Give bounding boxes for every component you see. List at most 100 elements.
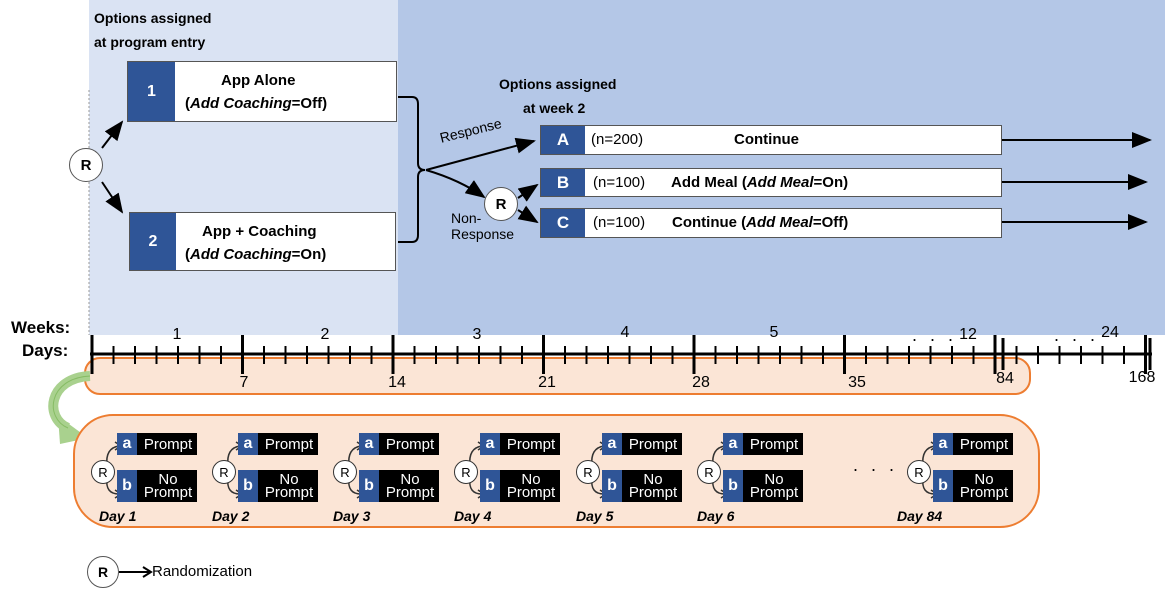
day-label: Day 6 — [697, 508, 735, 524]
option-a-tag: A — [541, 126, 585, 154]
prompt-option: a Prompt — [933, 433, 1013, 455]
week-ellipsis: . . . — [912, 325, 958, 345]
option-a-label: Continue — [734, 131, 799, 148]
option-b-box: B (n=100) Add Meal (Add Meal=On) — [540, 168, 1002, 197]
week-12-label: 12 — [959, 326, 977, 343]
option-a-tag: a — [480, 433, 500, 455]
option-c-box: C (n=100) Continue (Add Meal=Off) — [540, 208, 1002, 238]
day-label: Day 3 — [333, 508, 371, 524]
days-axis-label: Days: — [22, 341, 69, 360]
option-c-label: Continue (Add Meal=Off) — [672, 214, 849, 231]
week-4-label: 4 — [620, 324, 630, 341]
micro-ellipsis: . . . — [853, 455, 899, 475]
prompt-label: Prompt — [385, 435, 435, 453]
legend-arrow-icon — [119, 566, 153, 578]
timeline-axis — [90, 335, 1152, 374]
prompt-label: Prompt — [959, 435, 1009, 453]
option-a-tag: a — [602, 433, 622, 455]
week2-panel — [398, 0, 1165, 335]
week-5-label: 5 — [769, 324, 779, 341]
day-14-label: 14 — [388, 374, 406, 391]
option-c-tag: C — [541, 209, 585, 237]
option-2-box: 2 App + Coaching (Add Coaching=On) — [129, 212, 396, 271]
randomization-circle: R — [69, 148, 103, 182]
week-2-label: 2 — [320, 326, 330, 343]
micro-randomization-circle: R — [454, 460, 478, 484]
option-b-tag: b — [723, 470, 743, 502]
option-a-tag: a — [238, 433, 258, 455]
prompt-option: a Prompt — [117, 433, 197, 455]
option-a-box: A (n=200) Continue — [540, 125, 1002, 155]
day-label: Day 5 — [576, 508, 614, 524]
nonresponse-label: Non- Response — [451, 210, 515, 242]
micro-randomization-circle: R — [576, 460, 600, 484]
prompt-label: Prompt — [506, 435, 556, 453]
entry-heading: Options assigned at program entry — [94, 10, 212, 50]
option-1-box: 1 App Alone (Add Coaching=Off) — [127, 61, 397, 122]
option-b-tag: b — [238, 470, 258, 502]
option-b-tag: b — [359, 470, 379, 502]
day-label: Day 84 — [897, 508, 943, 524]
prompt-label: Prompt — [749, 435, 799, 453]
option-b-tag: b — [933, 470, 953, 502]
program-entry-panel — [89, 0, 398, 335]
day-21-label: 21 — [538, 374, 556, 391]
option-2-tag: 2 — [130, 213, 176, 270]
legend-label: Randomization — [152, 563, 253, 580]
prompt-label: Prompt — [264, 435, 314, 453]
week-3-label: 3 — [472, 326, 482, 343]
option-b-label: Add Meal (Add Meal=On) — [671, 174, 849, 191]
prompt-option: a Prompt — [723, 433, 803, 455]
micro-randomization-circle: R — [697, 460, 721, 484]
option-b-tag: b — [602, 470, 622, 502]
prompt-option: a Prompt — [359, 433, 439, 455]
option-1-factor: (Add Coaching=Off) — [185, 95, 328, 112]
option-a-tag: a — [723, 433, 743, 455]
prompt-option: a Prompt — [238, 433, 318, 455]
micro-randomization-circle: R — [212, 460, 236, 484]
week-1-label: 1 — [172, 326, 182, 343]
week2-randomization-circle: R — [484, 187, 518, 221]
day-35-label: 35 — [848, 374, 866, 391]
option-a-tag: a — [117, 433, 137, 455]
option-2-factor: (Add Coaching=On) — [185, 246, 327, 263]
option-b-tag: b — [117, 470, 137, 502]
option-c-n: (n=100) — [593, 214, 646, 231]
day-label: Day 4 — [454, 508, 492, 524]
option-b-tag: b — [480, 470, 500, 502]
prompt-label: Prompt — [143, 435, 193, 453]
prompt-option: a Prompt — [480, 433, 560, 455]
micro-randomization-circle: R — [91, 460, 115, 484]
week-ellipsis-2: . . . — [1054, 325, 1100, 345]
day-label: Day 2 — [212, 508, 250, 524]
option-a-tag: a — [933, 433, 953, 455]
option-1-tag: 1 — [128, 62, 175, 121]
micro-randomization-circle: R — [333, 460, 357, 484]
week-24-label: 24 — [1101, 324, 1119, 341]
day-84-label: 84 — [996, 370, 1014, 387]
option-a-n: (n=200) — [591, 131, 644, 148]
day-168-label: 168 — [1128, 369, 1156, 386]
day-28-label: 28 — [692, 374, 710, 391]
option-b-n: (n=100) — [593, 174, 646, 191]
option-a-tag: a — [359, 433, 379, 455]
